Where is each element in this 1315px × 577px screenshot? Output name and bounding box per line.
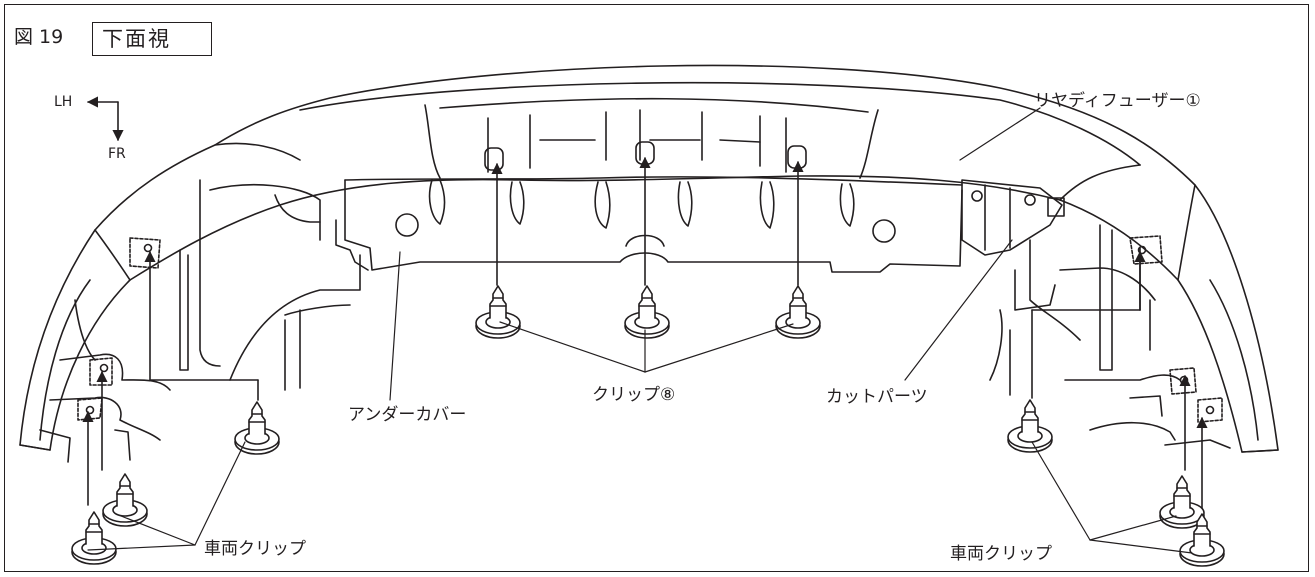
clip-center-right: [775, 285, 821, 339]
orientation-arrows: [86, 96, 124, 142]
figure-frame: [4, 4, 1309, 572]
label-clip: クリップ⑧: [592, 385, 676, 405]
figure-title: 下面視: [102, 27, 171, 51]
label-cut-parts: カットパーツ: [826, 387, 928, 407]
label-vehicle-clip-right: 車両クリップ: [950, 544, 1052, 564]
label-rear-diffuser: リヤディフューザー①: [1034, 91, 1201, 111]
clip-center-middle: [624, 285, 670, 339]
cut-parts-drawing: [961, 179, 1065, 256]
orientation-lh: LH: [54, 94, 73, 110]
figure-number: 図 19: [14, 26, 64, 48]
center-clip-arrows: [491, 156, 804, 286]
orientation-fr: FR: [108, 146, 126, 162]
right-body-panel: [989, 224, 1231, 449]
left-body-panel: [39, 179, 361, 463]
leader-lines: [87, 107, 1193, 554]
vehicle-clip-left-1: [234, 401, 280, 455]
label-under-cover: アンダーカバー: [348, 405, 467, 425]
figure-title-box: [92, 22, 212, 56]
rear-diffuser-drawing: [19, 64, 1279, 453]
vehicle-clip-left-2: [102, 473, 148, 527]
clip-center-left: [475, 285, 521, 339]
vehicle-clip-right-1: [1007, 399, 1053, 453]
label-vehicle-clip-left: 車両クリップ: [204, 539, 306, 559]
side-clip-arrows: [82, 247, 1208, 511]
